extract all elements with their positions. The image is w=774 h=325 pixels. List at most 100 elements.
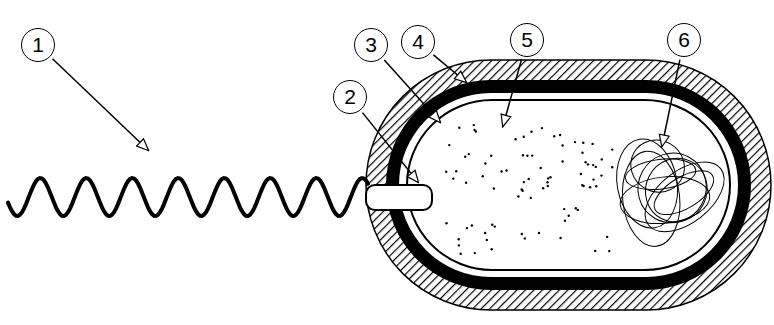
ribosome-dot bbox=[568, 215, 570, 217]
ribosome-dot bbox=[471, 224, 473, 226]
ribosome-dot bbox=[538, 232, 540, 234]
ribosome-dot bbox=[493, 187, 495, 189]
ribosome-dot bbox=[547, 177, 549, 179]
ribosome-dot bbox=[608, 250, 610, 252]
ribosome-dot bbox=[531, 154, 533, 156]
ribosome-dot bbox=[530, 131, 532, 133]
ribosome-dot bbox=[484, 232, 486, 234]
ribosome-dot bbox=[500, 170, 502, 172]
callout-number: 6 bbox=[667, 23, 701, 57]
ribosome-dot bbox=[577, 209, 579, 211]
flagellum bbox=[8, 178, 368, 216]
ribosome-dot bbox=[592, 178, 594, 180]
ribosome-dot bbox=[595, 166, 597, 168]
ribosome-dot bbox=[546, 181, 548, 183]
ribosome-dot bbox=[468, 153, 470, 155]
ribosome-dot bbox=[474, 252, 476, 254]
cell-wall bbox=[386, 80, 751, 290]
leader-arrow bbox=[503, 59, 522, 126]
leader-arrow bbox=[433, 55, 466, 82]
dna-loop bbox=[633, 148, 737, 245]
ribosome-dot bbox=[460, 253, 462, 255]
ribosome-dot bbox=[563, 208, 565, 210]
ribosome-dot bbox=[587, 163, 589, 165]
ribosome-dot bbox=[561, 144, 563, 146]
ribosome-dot bbox=[601, 158, 603, 160]
ribosome-dot bbox=[458, 127, 460, 129]
leader-arrow bbox=[384, 60, 440, 122]
callout-number: 1 bbox=[21, 28, 55, 62]
dna-loop bbox=[610, 134, 684, 233]
ribosome-dot bbox=[484, 162, 486, 164]
ribosome-dot bbox=[559, 134, 561, 136]
nucleoid bbox=[610, 130, 737, 249]
ribosome-dot bbox=[466, 227, 468, 229]
ribosome-dot bbox=[540, 167, 542, 169]
ribosome-dot bbox=[600, 174, 602, 176]
ribosome-dot bbox=[491, 224, 493, 226]
dna-loop bbox=[618, 148, 685, 249]
ribosome-dot bbox=[594, 250, 596, 252]
dna-loop bbox=[621, 130, 694, 202]
ribosome-dot bbox=[589, 186, 591, 188]
cell-membrane bbox=[407, 100, 730, 270]
ribosome-dot bbox=[490, 155, 492, 157]
ribosome-dot bbox=[541, 127, 543, 129]
callout-number: 3 bbox=[354, 28, 388, 62]
callout-number: 4 bbox=[401, 25, 435, 59]
callout-number: 5 bbox=[510, 23, 544, 57]
ribosome-dot bbox=[486, 239, 488, 241]
ribosome-dot bbox=[582, 185, 584, 187]
periplasm bbox=[399, 93, 738, 277]
ribosome-dot bbox=[491, 248, 493, 250]
ribosome-dot bbox=[581, 152, 583, 154]
ribosome-dot bbox=[473, 124, 475, 126]
leader-arrow bbox=[53, 59, 149, 150]
ribosome-dot bbox=[591, 143, 593, 145]
ribosome-dot bbox=[465, 182, 467, 184]
ribosome-dot bbox=[592, 164, 594, 166]
ribosome-dot bbox=[458, 238, 460, 240]
ribosome-dot bbox=[547, 185, 549, 187]
leader-arrow bbox=[363, 113, 419, 182]
ribosome-dot bbox=[455, 170, 457, 172]
ribosome-dot bbox=[549, 176, 551, 178]
ribosome-dot bbox=[521, 188, 523, 190]
ribosome-dot bbox=[559, 237, 561, 239]
ribosome-dot bbox=[522, 154, 524, 156]
leader-lines bbox=[53, 55, 680, 182]
leader-arrow bbox=[662, 60, 680, 146]
ribosome-dot bbox=[561, 160, 563, 162]
ribosome-dot bbox=[564, 220, 566, 222]
ribosome-dot bbox=[445, 171, 447, 173]
ribosome-dot bbox=[595, 185, 597, 187]
ribosome-dot bbox=[445, 222, 447, 224]
ribosome-dot bbox=[448, 144, 450, 146]
ribosome-dot bbox=[606, 236, 608, 238]
ribosome-dot bbox=[505, 169, 507, 171]
ribosome-dot bbox=[524, 237, 526, 239]
ribosome-dot bbox=[473, 129, 475, 131]
ribosome-dot bbox=[528, 178, 530, 180]
ribosome-dot bbox=[553, 135, 555, 137]
ribosome-dot bbox=[521, 233, 523, 235]
ribosome-dot bbox=[526, 155, 528, 157]
ribosome-dot bbox=[574, 141, 576, 143]
dna-loop bbox=[624, 155, 698, 193]
ribosome-dot bbox=[530, 197, 532, 199]
ribosome-dot bbox=[542, 187, 544, 189]
ribosome-dot bbox=[517, 195, 519, 197]
ribosome-dot bbox=[584, 161, 586, 163]
basal-body bbox=[366, 185, 432, 210]
callout-number: 2 bbox=[333, 80, 367, 114]
ribosome-dot bbox=[458, 244, 460, 246]
ribosome-dot bbox=[514, 138, 516, 140]
ribosome-dot bbox=[452, 177, 454, 179]
ribosome-dot bbox=[582, 142, 584, 144]
dna-loop bbox=[635, 148, 719, 233]
ribosome-dot bbox=[580, 173, 582, 175]
ribosome-dot bbox=[523, 136, 525, 138]
ribosome-dot bbox=[494, 225, 496, 227]
ribosome-dot bbox=[575, 207, 577, 209]
capsule bbox=[366, 60, 771, 310]
